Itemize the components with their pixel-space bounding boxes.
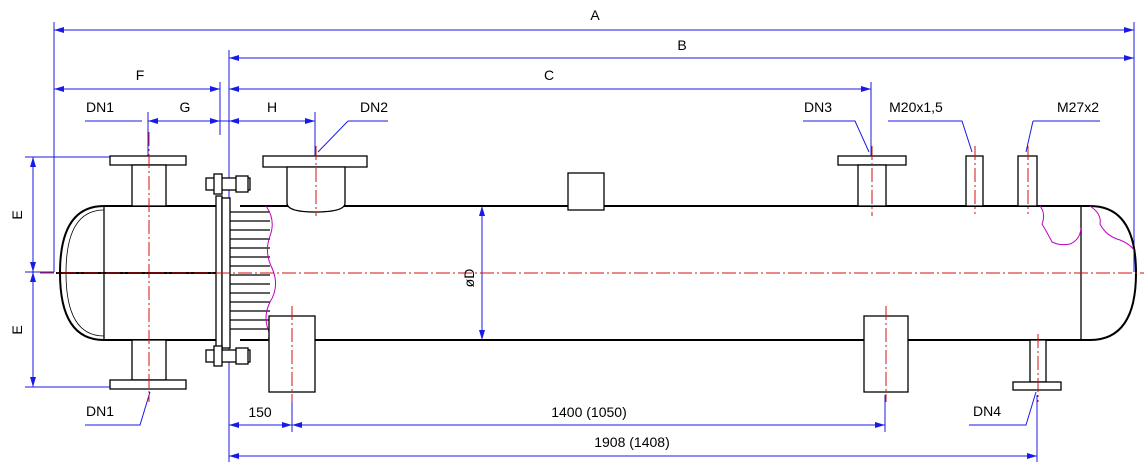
nameplate bbox=[567, 172, 605, 211]
label-m20: M20x1,5 bbox=[889, 99, 943, 115]
label-m27: M27x2 bbox=[1057, 99, 1099, 115]
label-dn3: DN3 bbox=[804, 99, 832, 115]
label-dn1-bottom: DN1 bbox=[86, 403, 114, 419]
label-dn1-top: DN1 bbox=[86, 99, 114, 115]
flange-bolts bbox=[205, 173, 251, 367]
nozzle-dn4 bbox=[1012, 339, 1062, 391]
label-g: G bbox=[180, 99, 191, 115]
dimension-lines bbox=[25, 22, 1135, 462]
center-lines bbox=[40, 132, 1144, 402]
label-1908: 1908 (1408) bbox=[594, 434, 670, 450]
label-f: F bbox=[136, 67, 145, 83]
label-h: H bbox=[267, 99, 277, 115]
label-150: 150 bbox=[248, 404, 272, 420]
label-a: A bbox=[590, 7, 600, 23]
label-dn2: DN2 bbox=[360, 99, 388, 115]
label-b: B bbox=[677, 37, 686, 53]
labels: A B C F G H DN1 DN2 DN3 M20x1,5 M27x2 DN… bbox=[9, 7, 1099, 450]
label-e-top: E bbox=[9, 210, 25, 219]
right-cutaway bbox=[1039, 205, 1135, 251]
nozzle-dn1-top bbox=[109, 155, 187, 207]
nozzle-dn1-bottom bbox=[109, 339, 187, 390]
label-e-bottom: E bbox=[9, 325, 25, 334]
nozzle-dn2 bbox=[262, 155, 368, 213]
tube-bundle-cutaway bbox=[230, 205, 276, 341]
label-1400: 1400 (1050) bbox=[551, 404, 627, 420]
label-c: C bbox=[544, 67, 554, 83]
label-diameter: øD bbox=[461, 269, 477, 288]
label-dn4: DN4 bbox=[973, 403, 1001, 419]
